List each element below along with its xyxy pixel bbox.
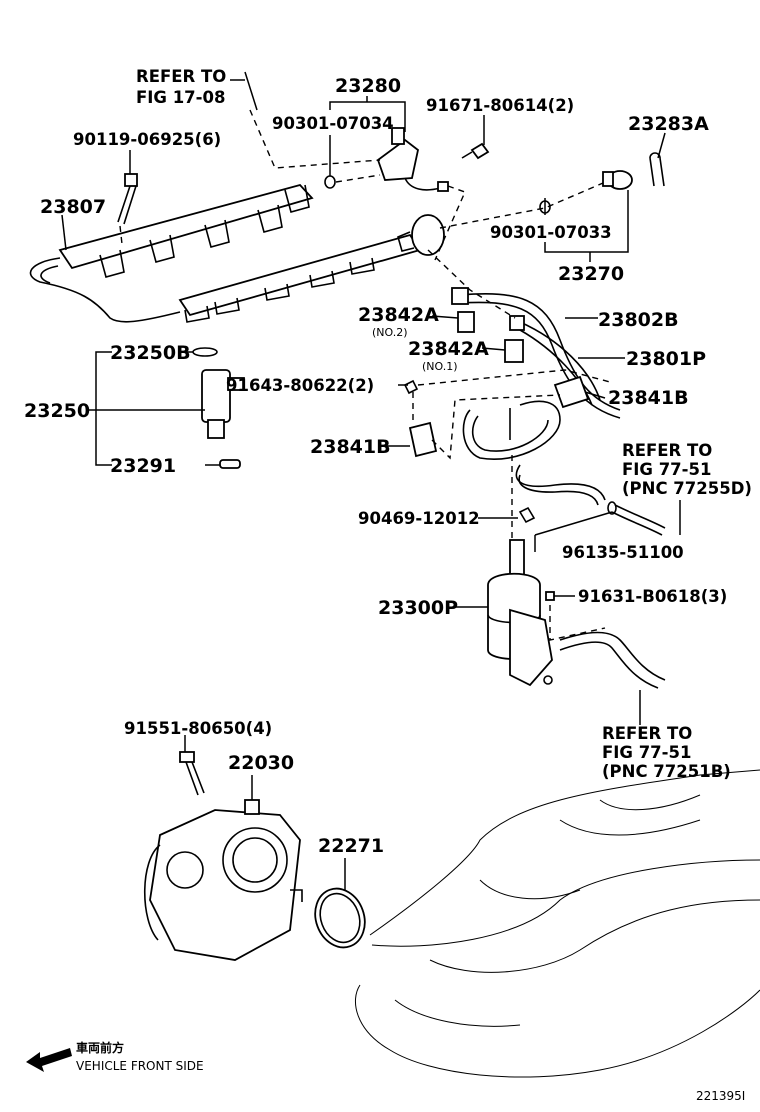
label-23807: 23807 <box>40 196 106 218</box>
label-23283A: 23283A <box>628 113 709 135</box>
label-91551-80650: 91551-80650(4) <box>124 719 272 738</box>
label-22271: 22271 <box>318 835 384 857</box>
label-no1: (NO.1) <box>422 360 458 373</box>
gasket-22271 <box>314 887 366 949</box>
label-23300P: 23300P <box>378 597 458 619</box>
label-23801P: 23801P <box>626 348 706 370</box>
fuel-hoses <box>451 287 621 460</box>
label-90301-07033: 90301-07033 <box>490 223 612 242</box>
canister-23300P <box>487 539 666 689</box>
bracket-23841B <box>403 379 438 458</box>
label-23291: 23291 <box>110 455 176 477</box>
label-23842A-no2: 23842A <box>358 304 439 326</box>
label-no2: (NO.2) <box>372 326 408 339</box>
pressure-regulator-23280 <box>324 127 449 192</box>
label-23250: 23250 <box>24 400 90 422</box>
label-refer-fig-77-51a-line2: FIG 77-51 <box>622 460 711 479</box>
label-refer-fig-17-08-line1: REFER TO <box>136 67 226 86</box>
label-refer-fig-77-51b-line2: FIG 77-51 <box>602 743 691 762</box>
throttle-body-22030 <box>143 751 303 961</box>
bolt-91671 <box>461 142 490 160</box>
canister-hose <box>515 464 666 536</box>
label-23250B: 23250B <box>110 342 191 364</box>
fuel-rail-23807 <box>29 183 445 323</box>
injector-23250 <box>192 347 245 469</box>
label-90469-12012: 90469-12012 <box>358 509 480 528</box>
leader-lines <box>61 71 681 890</box>
damper-23270 <box>539 152 665 214</box>
label-23841B-left: 23841B <box>310 436 391 458</box>
label-refer-fig-17-08-line2: FIG 17-08 <box>136 88 225 107</box>
label-91643-80622: 91643-80622(2) <box>226 376 374 395</box>
label-23280: 23280 <box>335 75 401 97</box>
label-refer-fig-77-51a-line1: REFER TO <box>622 441 712 460</box>
bolt-90119 <box>117 173 138 225</box>
label-96135-51100: 96135-51100 <box>562 543 684 562</box>
diagram-id: 221395I <box>696 1089 745 1103</box>
label-refer-fig-77-51b-line1: REFER TO <box>602 724 692 743</box>
label-23802B: 23802B <box>598 309 679 331</box>
label-refer-fig-77-51b-line3: (PNC 77251B) <box>602 762 731 781</box>
label-22030: 22030 <box>228 752 294 774</box>
label-front-jp: 車両前方 <box>76 1040 124 1055</box>
label-23841B-right: 23841B <box>608 387 689 409</box>
label-front-en: VEHICLE FRONT SIDE <box>76 1059 204 1073</box>
label-91671-80614: 91671-80614(2) <box>426 96 574 115</box>
intake-manifold <box>354 769 760 1078</box>
label-90301-07034: 90301-07034 <box>272 114 394 133</box>
arrow-left-down-icon <box>26 1048 72 1072</box>
label-90119-06925: 90119-06925(6) <box>73 130 221 149</box>
label-23270: 23270 <box>558 263 624 285</box>
label-refer-fig-77-51a-line3: (PNC 77255D) <box>622 479 752 498</box>
label-91631-B0618: 91631-B0618(3) <box>578 587 727 606</box>
label-23842A-no1: 23842A <box>408 338 489 360</box>
